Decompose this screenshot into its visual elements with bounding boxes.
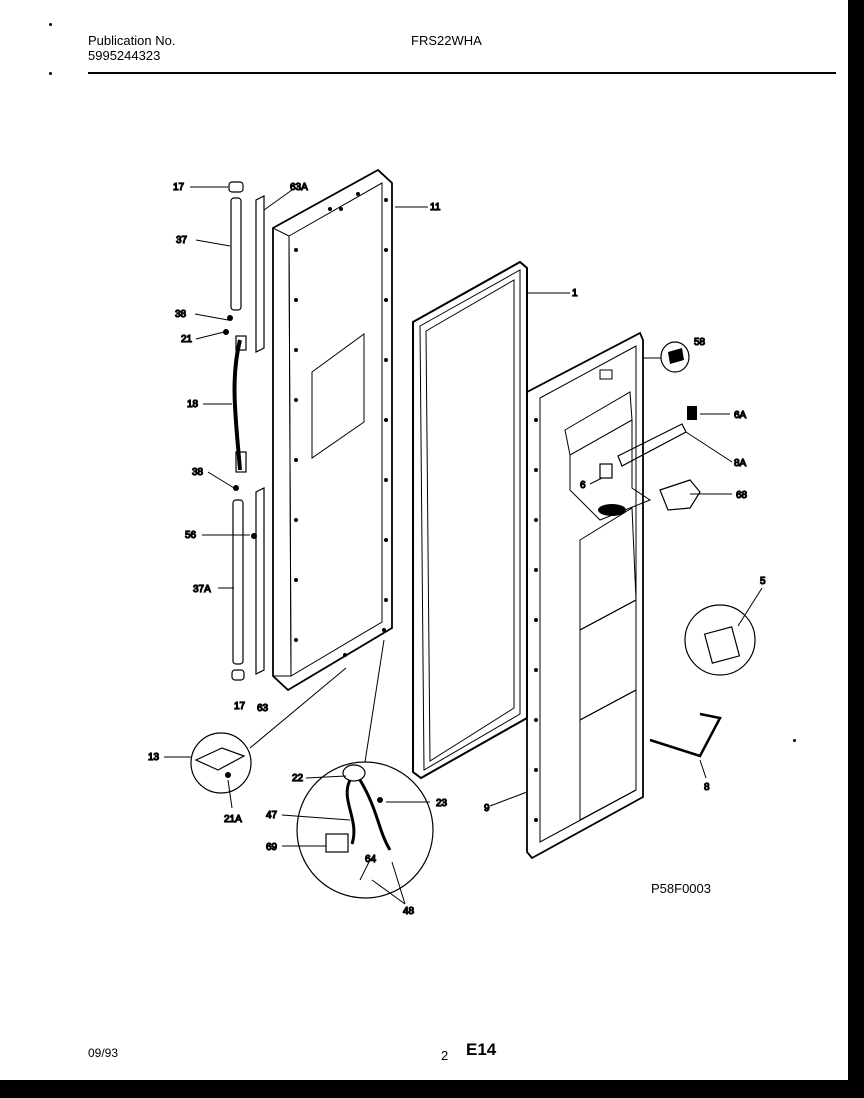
section-code: E14 [466, 1040, 497, 1059]
bar-8A [617, 423, 687, 467]
dispenser-liner [526, 331, 652, 860]
screw-58-detail [660, 341, 690, 373]
callout-9: 9 [484, 803, 490, 814]
trim-strip-63 [255, 487, 265, 675]
clip-6A [687, 406, 697, 420]
callout-11: 11 [430, 202, 441, 213]
stray-dot-right [793, 739, 796, 742]
bracket-8 [649, 712, 722, 758]
door-panel [272, 168, 393, 692]
callout-21A: 21A [224, 814, 242, 825]
publication-date: 09/93 [88, 1046, 119, 1060]
callout-38-top: 38 [175, 309, 187, 320]
callout-63: 63 [257, 703, 269, 714]
cup-68 [659, 479, 701, 511]
part-6 [599, 463, 613, 479]
callout-23: 23 [436, 798, 448, 809]
callout-17-bottom: 17 [234, 701, 246, 712]
callout-56: 56 [185, 530, 197, 541]
handle-trim-bottom [231, 499, 245, 681]
callout-22: 22 [292, 773, 304, 784]
callout-37: 37 [176, 235, 188, 246]
drawing-code: P58F0003 [651, 881, 711, 896]
callout-17-top: 17 [173, 182, 185, 193]
callout-48: 48 [403, 906, 415, 917]
callout-1: 1 [572, 288, 578, 299]
callout-21: 21 [181, 334, 193, 345]
parts-diagram-sheet: Publication No. 5995244323 FRS22WHA [0, 0, 848, 1080]
detail-circle-13 [190, 732, 252, 794]
binder-dot-middle [49, 72, 52, 75]
binder-dot-top [49, 23, 52, 26]
door-handle [232, 335, 247, 473]
detail-circle-5 [684, 604, 756, 676]
callout-5: 5 [760, 576, 766, 587]
model-number: FRS22WHA [411, 33, 482, 48]
callout-68: 68 [736, 490, 748, 501]
screws-handle [223, 315, 257, 539]
callout-58: 58 [694, 337, 706, 348]
callout-8: 8 [704, 782, 710, 793]
callout-47: 47 [266, 810, 278, 821]
callout-6A: 6A [734, 410, 747, 421]
callout-37A: 37A [193, 584, 211, 595]
exploded-view-diagram: 17 63A 11 37 1 38 21 58 18 6A 8A 38 6 68… [147, 168, 767, 918]
handle-trim-top [228, 181, 244, 311]
callout-38-bottom: 38 [192, 467, 204, 478]
publication-label: Publication No. [88, 33, 176, 48]
detail-circle-wiring [296, 761, 434, 899]
callout-6: 6 [580, 480, 586, 491]
callout-64: 64 [365, 854, 377, 865]
leader-lines [164, 186, 763, 905]
trim-strip-63A [255, 195, 265, 353]
header-rule [88, 72, 836, 74]
callout-8A: 8A [734, 458, 747, 469]
page-number: 2 [441, 1048, 449, 1063]
door-gasket [412, 260, 528, 780]
callout-13: 13 [148, 752, 160, 763]
callout-63A: 63A [290, 182, 308, 193]
callout-18: 18 [187, 399, 199, 410]
callout-69: 69 [266, 842, 278, 853]
publication-number: 5995244323 [88, 48, 161, 63]
